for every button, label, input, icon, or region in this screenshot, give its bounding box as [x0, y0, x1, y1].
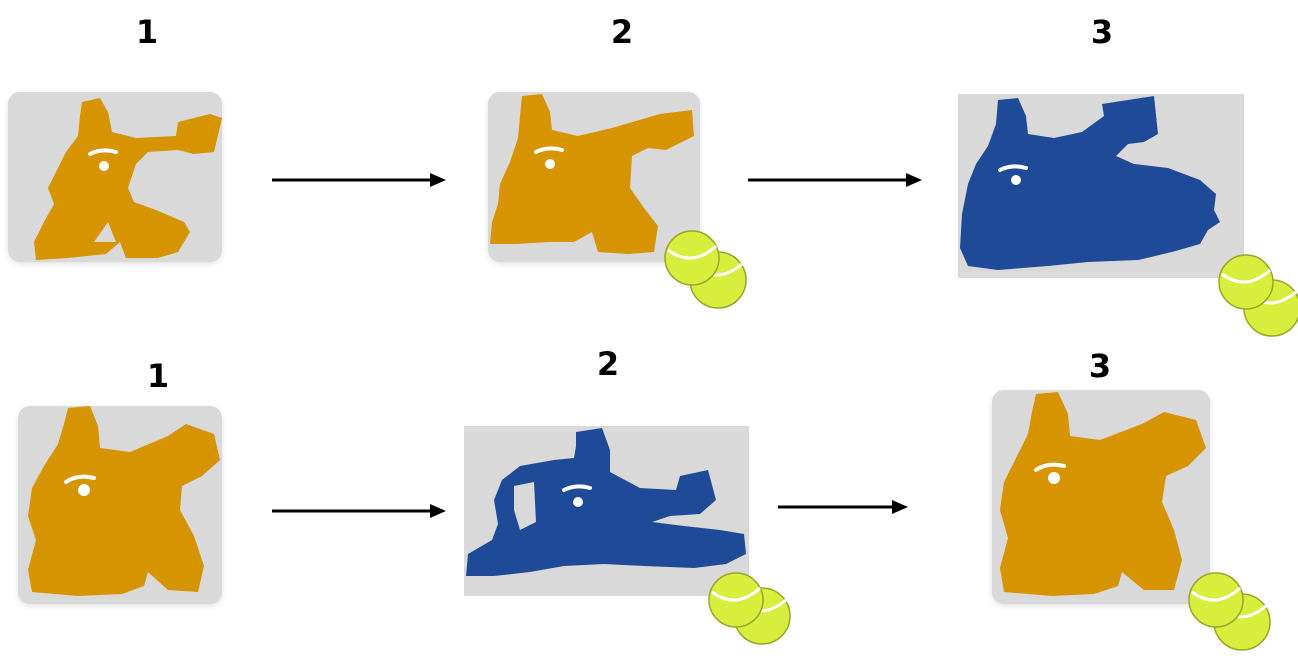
step-label-row2-1: 1: [146, 357, 170, 395]
right-arrow-icon: [748, 173, 922, 187]
step-label-row2-3: 3: [1088, 347, 1112, 385]
tennis-balls-row1-step3: [1216, 252, 1298, 337]
goalkeeper-crouch-icon: [28, 406, 220, 596]
right-arrow-icon: [778, 500, 908, 514]
panel-row1-step3: [958, 94, 1244, 278]
panel-row2-step2: [464, 426, 749, 596]
tennis-balls-icon: [1188, 572, 1271, 651]
tennis-balls-icon: [708, 572, 791, 645]
tennis-balls-row2-step3: [1186, 570, 1276, 655]
arrow-row2-2-to-3: [778, 497, 908, 517]
goalkeeper-crouch-icon: [34, 98, 222, 260]
tennis-balls-icon: [664, 230, 747, 309]
step-label-row1-2: 2: [610, 13, 634, 51]
panel-row2-step1: [18, 406, 222, 604]
tennis-balls-row2-step2: [706, 570, 796, 655]
goalkeeper-crouch-icon: [1000, 392, 1206, 596]
right-arrow-icon: [272, 173, 446, 187]
step-label-row1-1: 1: [135, 13, 159, 51]
panel-row1-step2: [488, 92, 700, 262]
step-label-row2-2: 2: [596, 345, 620, 383]
goalkeeper-crouch-icon: [490, 94, 694, 254]
right-arrow-icon: [272, 504, 446, 518]
panel-row1-step1: [8, 92, 222, 262]
arrow-row1-1-to-2: [272, 170, 446, 190]
step-label-row1-3: 3: [1090, 13, 1114, 51]
tennis-balls-icon: [1218, 254, 1298, 337]
panel-row2-step3: [992, 390, 1210, 604]
arrow-row2-1-to-2: [272, 501, 446, 521]
goalkeeper-dive-icon: [960, 96, 1220, 270]
arrow-row1-2-to-3: [748, 170, 922, 190]
tennis-balls-row1-step2: [662, 228, 752, 313]
goalkeeper-dive-icon: [466, 428, 746, 576]
